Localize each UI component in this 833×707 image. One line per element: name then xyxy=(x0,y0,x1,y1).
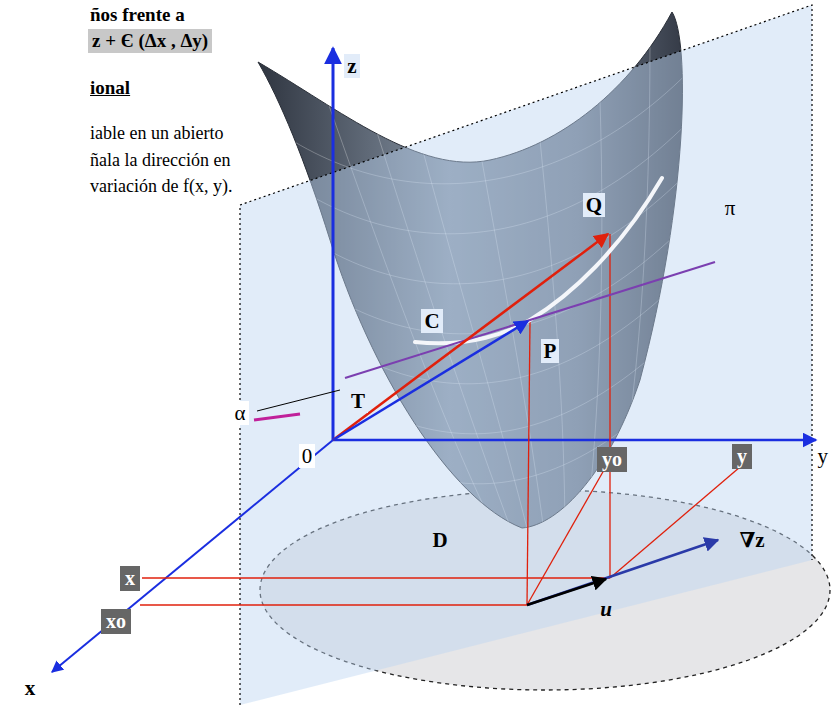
formula: z + Є (Δx , Δy) xyxy=(88,29,212,53)
coordinate-box: yo xyxy=(597,447,627,472)
point-label: Q xyxy=(583,193,605,217)
angle-leader xyxy=(257,390,340,411)
x-axis xyxy=(52,440,333,672)
vector-q xyxy=(333,234,608,440)
axis-label: y xyxy=(815,444,832,468)
axis-label: x xyxy=(22,676,39,700)
axis-label: z xyxy=(344,54,359,78)
gradient-vector xyxy=(527,540,718,605)
z-axis xyxy=(332,48,335,440)
section-title: ional xyxy=(88,77,132,99)
curve-c xyxy=(415,178,662,343)
body-text: variación de f(x, y). xyxy=(88,176,234,197)
angle-label: α xyxy=(231,401,248,425)
coordinate-box: y xyxy=(732,444,752,469)
plane-outline xyxy=(240,5,812,705)
unit-vector xyxy=(527,579,606,605)
point-label: P xyxy=(541,339,560,363)
heading-fragment: ños frente a xyxy=(88,4,187,26)
vector-p xyxy=(333,321,528,440)
curve-label: C xyxy=(421,309,442,333)
y-axis xyxy=(333,439,816,442)
origin-label: 0 xyxy=(299,444,316,468)
region-label: D xyxy=(429,528,450,552)
body-text: iable en un abierto xyxy=(88,123,225,144)
vector-label: u xyxy=(597,597,615,621)
projection-lines xyxy=(140,234,740,605)
angle-mark xyxy=(254,414,300,420)
gradient-label: ∇z xyxy=(736,528,767,552)
tangent-line xyxy=(345,262,715,378)
tangent-label: T xyxy=(348,389,368,413)
plane-pi xyxy=(240,5,812,705)
coordinate-box: xo xyxy=(101,609,131,634)
plane-label: π xyxy=(722,196,739,220)
body-text: ñala la dirección en xyxy=(88,150,232,171)
coordinate-box: x xyxy=(120,566,140,591)
